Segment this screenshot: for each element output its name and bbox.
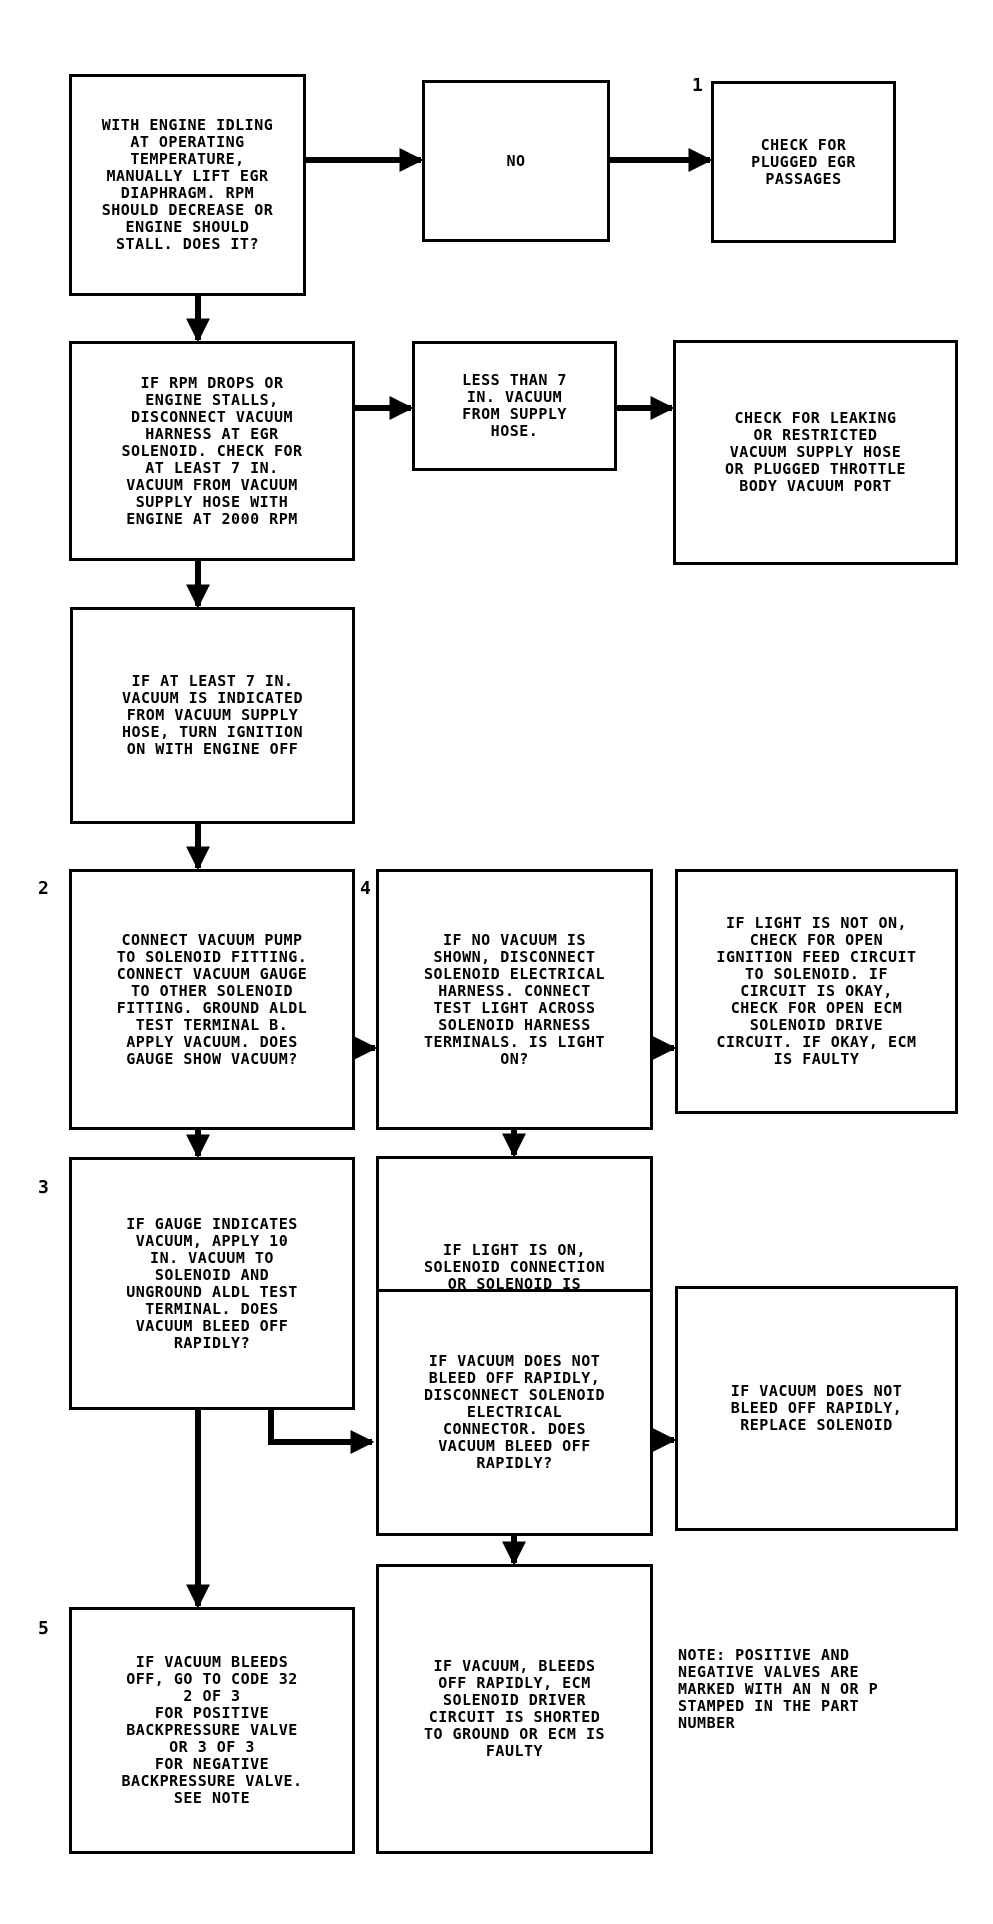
step-go-to-code-32: IF VACUUM BLEEDS OFF, GO TO CODE 32 2 OF… bbox=[69, 1607, 355, 1854]
check-plugged-egr-text: CHECK FOR PLUGGED EGR PASSAGES bbox=[751, 135, 856, 188]
ecm-driver-shorted-text: IF VACUUM, BLEEDS OFF RAPIDLY, ECM SOLEN… bbox=[423, 1657, 606, 1760]
step-number-4: 4 bbox=[360, 878, 371, 899]
step-number-2: 2 bbox=[38, 878, 49, 899]
light-not-on-text: IF LIGHT IS NOT ON, CHECK FOR OPEN IGNIT… bbox=[716, 914, 917, 1068]
ecm-driver-shorted-box: IF VACUUM, BLEEDS OFF RAPIDLY, ECM SOLEN… bbox=[376, 1564, 653, 1854]
vacuum-not-bleed-box: IF VACUUM DOES NOT BLEED OFF RAPIDLY, DI… bbox=[376, 1289, 653, 1536]
no-vacuum-test-light-text: IF NO VACUUM IS SHOWN, DISCONNECT SOLENO… bbox=[423, 930, 606, 1068]
step-number-1: 1 bbox=[692, 75, 703, 96]
step-disconnect-vacuum-harness-text: IF RPM DROPS OR ENGINE STALLS, DISCONNEC… bbox=[121, 373, 303, 528]
step-engine-idle-lift-egr: WITH ENGINE IDLING AT OPERATING TEMPERAT… bbox=[69, 74, 306, 296]
step-number-3: 3 bbox=[38, 1177, 49, 1198]
check-leaking-hose-text: CHECK FOR LEAKING OR RESTRICTED VACUUM S… bbox=[724, 409, 907, 495]
step-turn-ignition-on: IF AT LEAST 7 IN. VACUUM IS INDICATED FR… bbox=[70, 607, 355, 824]
step-engine-idle-lift-egr-text: WITH ENGINE IDLING AT OPERATING TEMPERAT… bbox=[101, 116, 274, 253]
check-plugged-egr-box: CHECK FOR PLUGGED EGR PASSAGES bbox=[711, 81, 896, 243]
less-than-7-vacuum-text: LESS THAN 7 IN. VACUUM FROM SUPPLY HOSE. bbox=[462, 371, 567, 440]
vacuum-not-bleed-text: IF VACUUM DOES NOT BLEED OFF RAPIDLY, DI… bbox=[423, 1352, 606, 1472]
no-vacuum-test-light-box: IF NO VACUUM IS SHOWN, DISCONNECT SOLENO… bbox=[376, 869, 653, 1130]
check-leaking-hose-box: CHECK FOR LEAKING OR RESTRICTED VACUUM S… bbox=[673, 340, 958, 565]
step-connect-vacuum-pump-text: CONNECT VACUUM PUMP TO SOLENOID FITTING.… bbox=[116, 930, 308, 1068]
answer-no-text: NO bbox=[506, 151, 526, 170]
step-number-5: 5 bbox=[38, 1618, 49, 1639]
replace-solenoid-box: IF VACUUM DOES NOT BLEED OFF RAPIDLY, RE… bbox=[675, 1286, 958, 1531]
step-apply-10-in-vacuum: IF GAUGE INDICATES VACUUM, APPLY 10 IN. … bbox=[69, 1157, 355, 1410]
less-than-7-vacuum-box: LESS THAN 7 IN. VACUUM FROM SUPPLY HOSE. bbox=[412, 341, 617, 471]
step-go-to-code-32-text: IF VACUUM BLEEDS OFF, GO TO CODE 32 2 OF… bbox=[121, 1653, 303, 1807]
answer-no-box: NO bbox=[422, 80, 610, 242]
light-not-on-box: IF LIGHT IS NOT ON, CHECK FOR OPEN IGNIT… bbox=[675, 869, 958, 1114]
step-disconnect-vacuum-harness: IF RPM DROPS OR ENGINE STALLS, DISCONNEC… bbox=[69, 341, 355, 561]
note-positive-negative-valves: NOTE: POSITIVE AND NEGATIVE VALVES ARE M… bbox=[678, 1646, 879, 1732]
step-turn-ignition-on-text: IF AT LEAST 7 IN. VACUUM IS INDICATED FR… bbox=[121, 672, 304, 758]
replace-solenoid-text: IF VACUUM DOES NOT BLEED OFF RAPIDLY, RE… bbox=[730, 1382, 903, 1434]
light-on-solenoid-faulty-text: IF LIGHT IS ON, SOLENOID CONNECTION OR S… bbox=[423, 1241, 606, 1310]
step-apply-10-in-vacuum-text: IF GAUGE INDICATES VACUUM, APPLY 10 IN. … bbox=[126, 1214, 298, 1352]
step-connect-vacuum-pump: CONNECT VACUUM PUMP TO SOLENOID FITTING.… bbox=[69, 869, 355, 1130]
